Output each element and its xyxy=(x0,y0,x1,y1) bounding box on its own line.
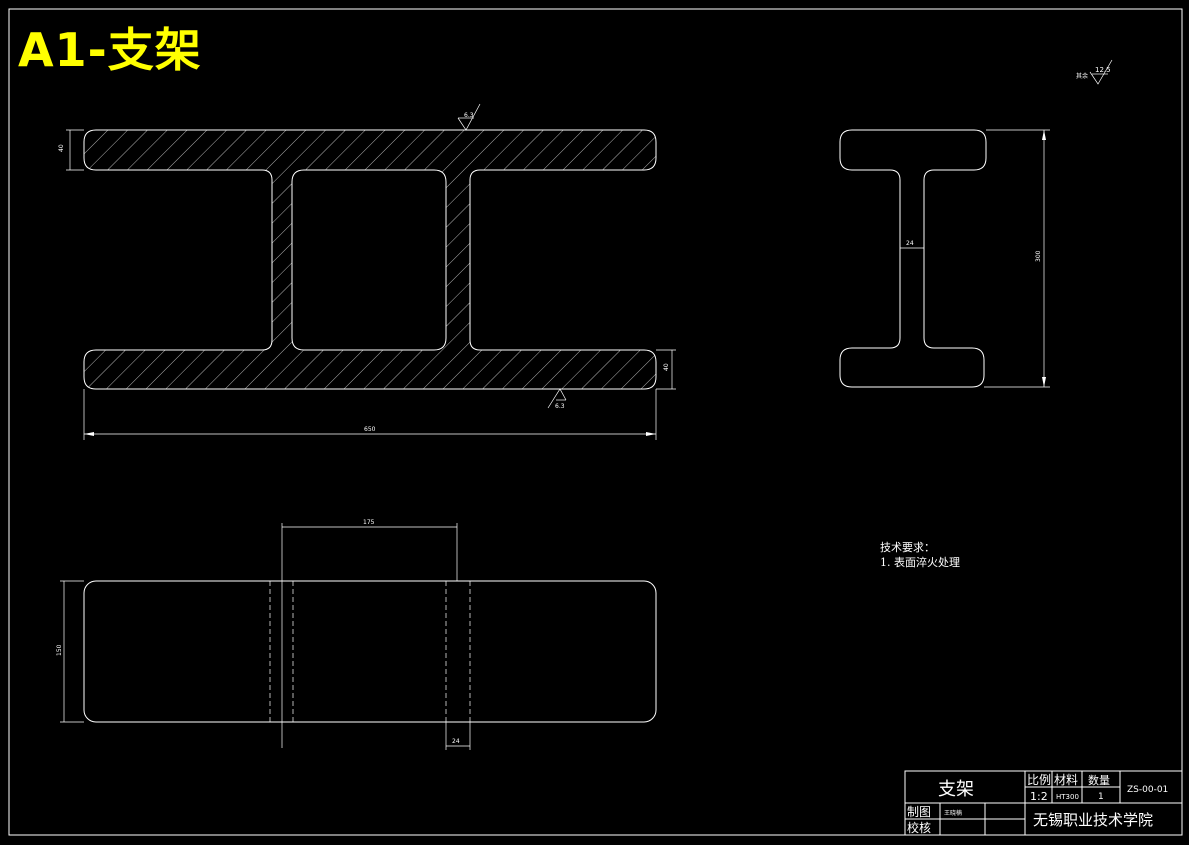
dim-side-height: 300 xyxy=(1035,250,1042,262)
title-quantity-label: 数量 xyxy=(1088,774,1110,787)
front-section-view: 40 40 650 6.3 6.3 xyxy=(58,103,676,440)
dim-plan-span: 175 xyxy=(363,519,375,526)
dim-web-thickness: 24 xyxy=(906,240,914,247)
side-view: 24 300 xyxy=(839,129,1050,388)
roughness-general-value: 12.5 xyxy=(1095,66,1111,74)
title-checked-label: 校核 xyxy=(907,820,931,835)
side-view-outline xyxy=(839,129,987,388)
title-scale-label: 比例 xyxy=(1027,773,1051,787)
title-drawn-label: 制图 xyxy=(907,805,931,819)
sheet-border xyxy=(8,8,1183,836)
dim-overall-length: 650 xyxy=(364,426,376,433)
title-block xyxy=(904,770,1183,836)
title-scale-value: 1:2 xyxy=(1030,790,1048,803)
title-institution: 无锡职业技术学院 xyxy=(1033,811,1153,829)
title-material-label: 材料 xyxy=(1054,773,1078,787)
tech-header: 技术要求： xyxy=(880,541,935,554)
title-quantity-value: 1 xyxy=(1098,792,1104,802)
drawing-title: A1-支架 xyxy=(18,23,202,77)
roughness-top-value: 6.3 xyxy=(464,112,474,119)
dim-plan-width: 150 xyxy=(56,644,63,656)
front-section-outline xyxy=(83,129,657,390)
dim-flange-top: 40 xyxy=(58,144,65,152)
roughness-general: 其余 12.5 xyxy=(1076,59,1113,85)
title-material-value: HT300 xyxy=(1056,793,1079,801)
title-drawing-no: ZS-00-01 xyxy=(1127,785,1168,795)
roughness-bottom-value: 6.3 xyxy=(555,403,565,410)
tech-item-1: 1. 表面淬火处理 xyxy=(880,556,960,569)
dim-flange-bottom: 40 xyxy=(663,363,670,371)
roughness-symbol-top xyxy=(457,103,481,131)
title-drawn-name: 王晓楠 xyxy=(944,809,962,817)
technical-requirements: 技术要求： 1. 表面淬火处理 xyxy=(880,540,960,570)
roughness-general-note: 其余 xyxy=(1076,72,1088,80)
plan-outline xyxy=(83,580,657,723)
plan-view: 175 150 24 xyxy=(56,519,657,750)
roughness-symbol-bottom xyxy=(547,388,567,409)
dim-plan-slot: 24 xyxy=(452,738,460,745)
title-part-name: 支架 xyxy=(938,779,974,800)
